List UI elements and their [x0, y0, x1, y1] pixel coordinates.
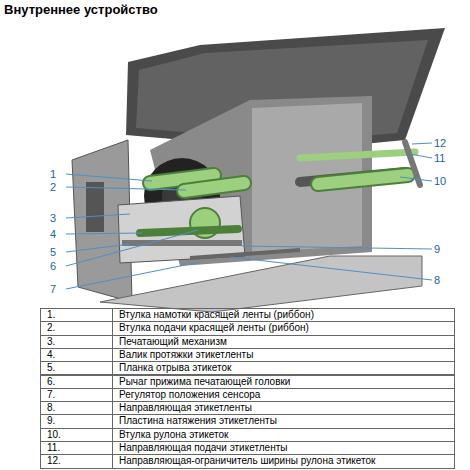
callout-number: 1	[50, 168, 56, 180]
table-text-cell: Втулка подачи красящей ленты (риббон)	[112, 321, 455, 335]
leader-line	[230, 257, 432, 280]
callout-number: 4	[50, 228, 56, 240]
feed-guide	[300, 152, 415, 158]
callout-number: 8	[434, 274, 440, 286]
table-number-cell: 2.	[40, 321, 113, 335]
table-text-cell: Втулка рулона этикеток	[112, 428, 455, 442]
leader-line	[242, 246, 432, 249]
callout-number: 6	[50, 260, 56, 272]
leader-lines	[66, 143, 432, 289]
table-number-cell: 12.	[40, 454, 113, 468]
print-mechanism	[118, 196, 245, 263]
label-guide	[190, 250, 300, 258]
table-text-cell: Рычаг прижима печатающей головки	[112, 375, 455, 389]
roll-spindle	[318, 175, 408, 184]
table-text-cell: Втулка намотки красящей ленты (риббон)	[112, 308, 455, 322]
leader-line	[66, 262, 200, 289]
callout-number: 2	[50, 181, 56, 193]
roll-spindle-edge	[318, 175, 408, 184]
table-number-cell: 6.	[40, 375, 113, 389]
table-number-cell: 7.	[40, 388, 113, 402]
table-text-cell: Печатающий механизм	[112, 335, 455, 349]
table-text-cell: Валик протяжки этикетленты	[112, 348, 455, 362]
table-text-cell: Направляющая этикетленты	[112, 401, 455, 415]
callout-number: 5	[50, 246, 56, 258]
base-tray	[100, 256, 422, 312]
table-number-cell: 1.	[40, 308, 113, 322]
callout-number: 7	[50, 283, 56, 295]
leader-line	[400, 177, 432, 181]
table-number-cell: 9.	[40, 414, 113, 428]
leader-line	[412, 143, 432, 144]
table-number-cell: 11.	[40, 441, 113, 455]
table-number-cell: 3.	[40, 335, 113, 349]
table-text-cell: Направляющая-ограничитель ширины рулона …	[112, 454, 455, 468]
supply-spindle	[184, 183, 244, 191]
callout-number: 9	[434, 243, 440, 255]
leader-line	[66, 187, 186, 190]
table-number-cell: 5.	[40, 361, 113, 375]
table-number-cell: 8.	[40, 401, 113, 415]
leader-line	[66, 174, 152, 181]
table-text-cell: Регулятор положения сенсора	[112, 388, 455, 402]
leader-line	[66, 233, 142, 234]
table-number-cell: 10.	[40, 428, 113, 442]
control-panel	[86, 182, 104, 232]
leader-line	[66, 230, 198, 266]
leader-line	[66, 214, 130, 218]
leader-line	[410, 154, 432, 158]
table-text-cell: Пластина натяжения этикетленты	[112, 414, 455, 428]
callout-number: 3	[50, 212, 56, 224]
table-text-cell: Планка отрыва этикеток	[112, 361, 455, 375]
table-text-cell: Направляющая подачи этикетленты	[112, 441, 455, 455]
callout-number: 11	[434, 152, 445, 164]
callout-number: 10	[434, 175, 446, 187]
diagram-title: Внутреннее устройство	[4, 2, 158, 17]
callout-number: 12	[434, 137, 446, 149]
supply-spindle-edge	[184, 183, 244, 191]
table-number-cell: 4.	[40, 348, 113, 362]
tear-bar	[122, 240, 242, 246]
